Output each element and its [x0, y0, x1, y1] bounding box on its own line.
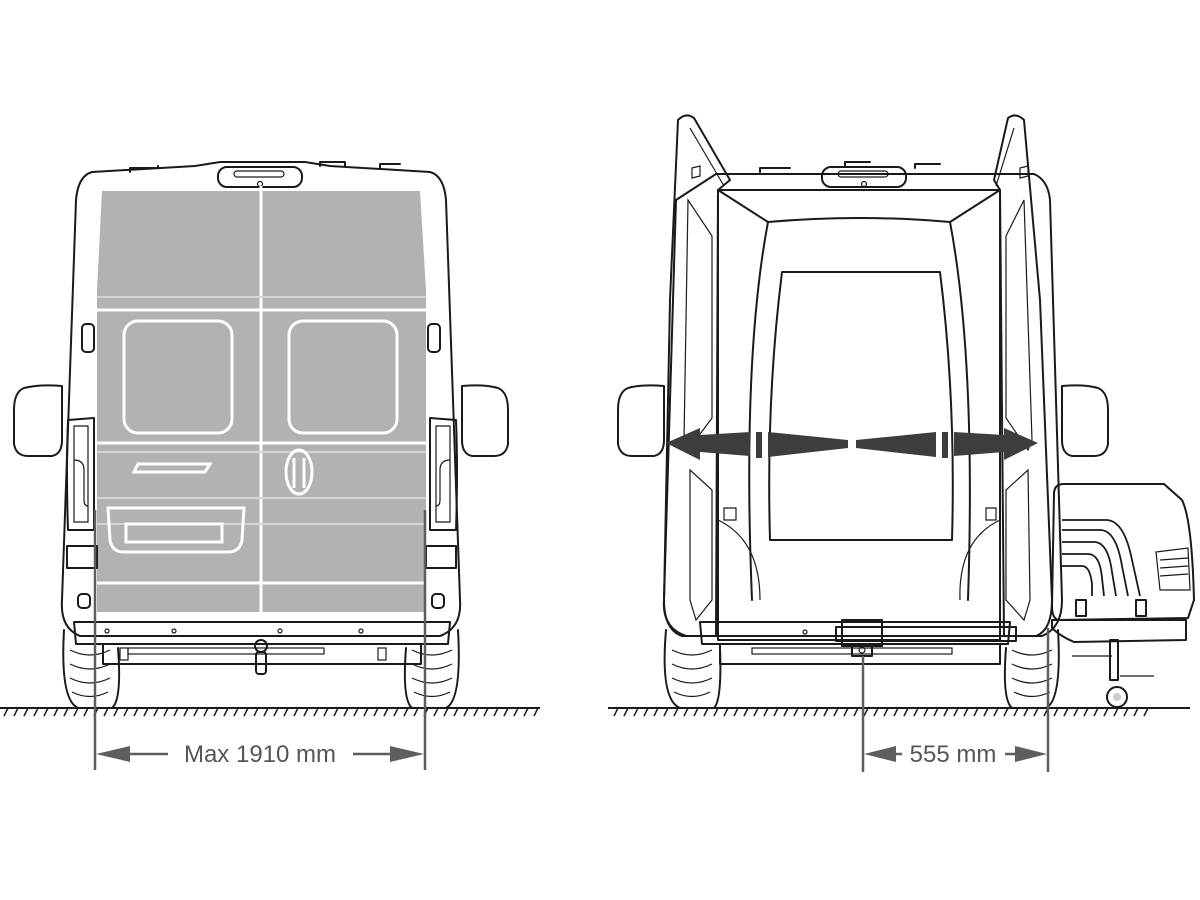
arrow-right-icon	[954, 428, 1038, 460]
brand-badge-icon	[284, 448, 314, 496]
cargo-bulkhead	[768, 271, 954, 541]
left-tail-light	[66, 417, 95, 531]
slide-rail	[835, 619, 1017, 657]
tow-ball-icon	[254, 639, 268, 653]
left-tyre-left	[62, 629, 121, 709]
ground-lines	[0, 707, 1190, 717]
left-van	[13, 161, 509, 709]
left-open-door	[663, 114, 731, 637]
left-mirror	[13, 384, 63, 457]
dimension-arrow-right-icon	[390, 746, 424, 762]
side-mounted-unit	[1051, 483, 1195, 708]
right-open-door	[993, 114, 1053, 637]
cargo-opening	[717, 189, 1001, 641]
left-bumper	[73, 621, 451, 645]
dimension-arrow-right-icon	[1015, 746, 1047, 762]
dimension-right: 555 mm	[861, 628, 1050, 772]
right-door-window	[287, 319, 399, 435]
right-van	[617, 114, 1195, 709]
right-mirror	[461, 384, 509, 457]
dimension-left: Max 1910 mm	[93, 510, 427, 770]
dimension-arrow-left-icon	[864, 746, 896, 762]
arrow-left-icon	[666, 428, 750, 460]
door-opening-arrows	[666, 428, 1038, 460]
dimension-label-offset: 555 mm	[910, 741, 997, 768]
dimension-arrow-left-icon	[96, 746, 130, 762]
right-tail-light	[429, 417, 458, 531]
left-door-hinges	[81, 323, 441, 353]
dimension-label-max-width: Max 1910 mm	[184, 741, 336, 768]
left-tyre-right	[403, 629, 460, 709]
left-door-window	[122, 319, 234, 435]
